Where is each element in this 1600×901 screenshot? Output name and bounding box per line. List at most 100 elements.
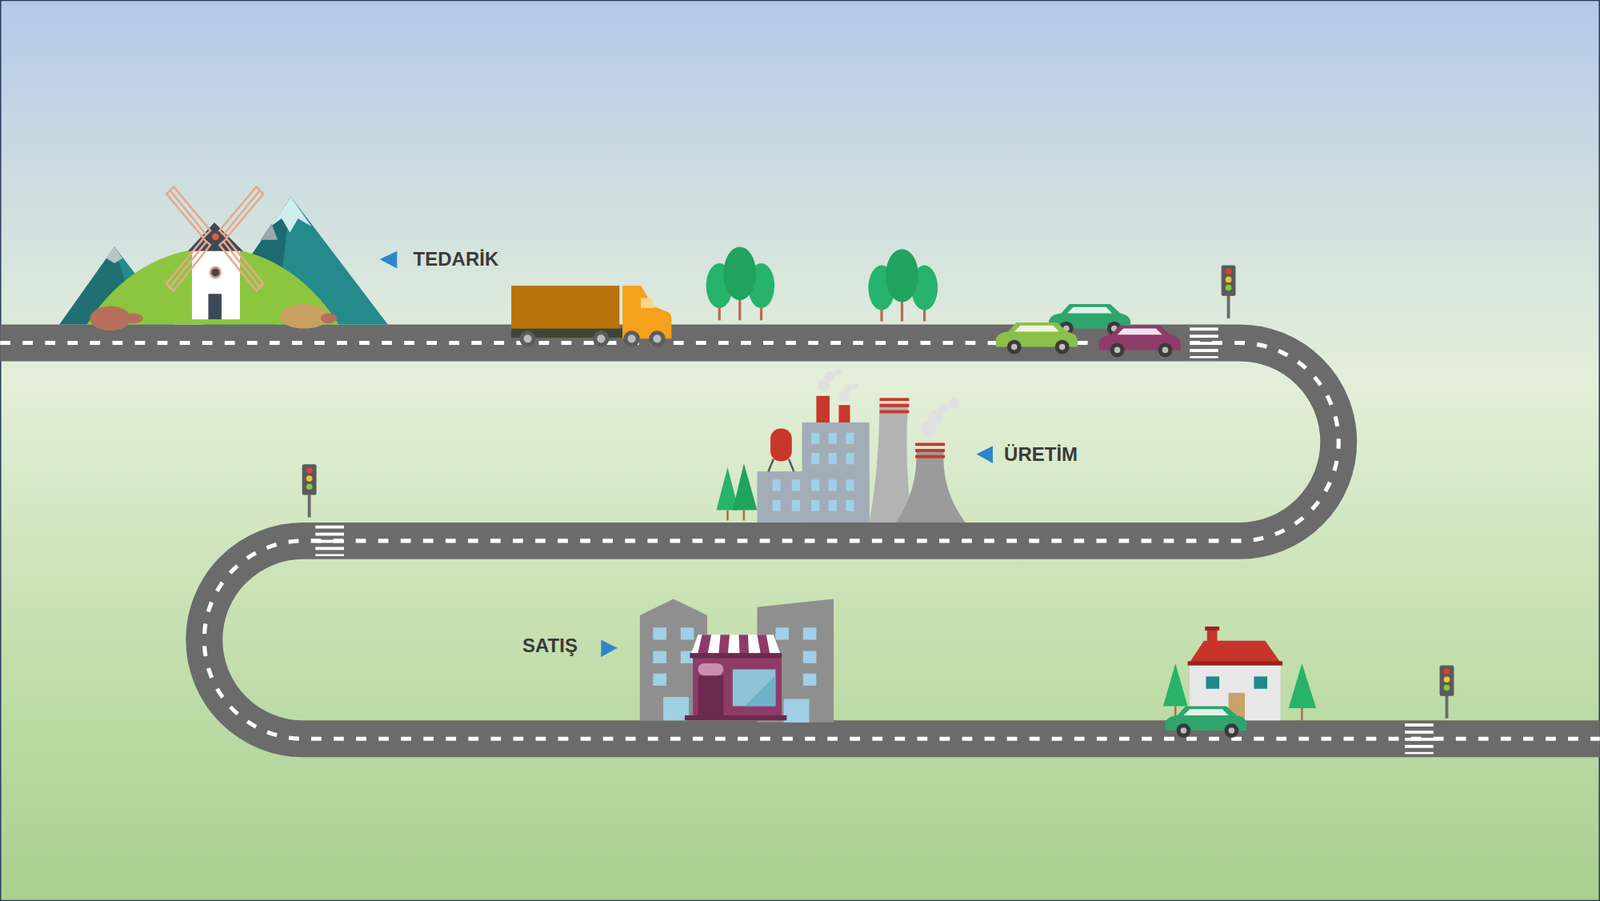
shop-part xyxy=(689,652,782,658)
tree-group-part xyxy=(885,248,919,302)
windmill-scene-part xyxy=(208,293,222,320)
car-part xyxy=(1014,325,1060,332)
traffic-light-part xyxy=(1444,676,1451,683)
factory-part-part xyxy=(879,404,909,408)
car-part xyxy=(1176,723,1192,738)
windmill-scene-part xyxy=(212,232,220,240)
windmill-scene-part-part xyxy=(224,189,261,235)
factory-part-part xyxy=(726,510,729,521)
tree-group xyxy=(868,248,938,322)
factory-part-part xyxy=(811,432,820,444)
windmill-scene-part-part xyxy=(224,241,261,288)
car xyxy=(1099,325,1181,358)
traffic-light xyxy=(1221,265,1236,319)
crosswalk xyxy=(1404,723,1434,754)
tree-group-part xyxy=(723,247,756,300)
factory-part-part xyxy=(879,410,909,414)
factory-part-part xyxy=(811,452,820,464)
traffic-light-part xyxy=(308,492,312,518)
house-part xyxy=(1206,676,1220,688)
factory-part-part xyxy=(948,397,960,408)
windmill-scene-part-part xyxy=(166,186,211,238)
crosswalk-part xyxy=(1404,730,1434,734)
traffic-light-part xyxy=(306,467,313,474)
shop-part-part xyxy=(652,627,667,640)
factory-part xyxy=(896,448,966,523)
factory-part-part xyxy=(915,442,945,446)
shop-part xyxy=(697,675,724,716)
car-part xyxy=(1059,344,1066,351)
car-part xyxy=(1183,708,1228,716)
traffic-light-part xyxy=(1444,668,1451,675)
house-part xyxy=(1188,660,1284,665)
factory-part xyxy=(732,463,758,511)
windmill-scene-part-part xyxy=(169,189,207,235)
car xyxy=(996,322,1078,355)
factory xyxy=(716,368,965,523)
road-part xyxy=(0,342,1600,739)
windmill-scene-part-part xyxy=(166,238,211,291)
crosswalk-part xyxy=(315,553,344,556)
truck-part-part xyxy=(596,334,605,343)
shop-part-part xyxy=(803,651,817,664)
truck-part xyxy=(523,334,661,343)
factory-part-part xyxy=(879,397,909,401)
house-part xyxy=(1204,626,1220,631)
windmill-scene xyxy=(59,186,388,331)
crosswalk xyxy=(1189,327,1219,358)
factory-part-part xyxy=(811,479,820,491)
truck-part-part xyxy=(627,334,636,343)
crosswalk-part xyxy=(1189,348,1219,352)
stage-label: ÜRETİM xyxy=(1004,444,1078,464)
factory-part-part xyxy=(844,383,852,392)
shop-part xyxy=(744,675,776,706)
traffic-light-part xyxy=(302,464,317,495)
car-part xyxy=(1162,347,1169,354)
stage-label: SATIŞ xyxy=(522,636,578,656)
windmill-scene-part xyxy=(122,312,144,324)
traffic-light xyxy=(302,464,317,517)
car-part xyxy=(1180,727,1188,734)
windmill-scene-part xyxy=(106,247,123,264)
factory-part-part xyxy=(792,479,800,491)
house-part xyxy=(1300,708,1304,720)
traffic-light-part xyxy=(1440,664,1455,696)
truck-part xyxy=(640,297,656,308)
traffic-light-part xyxy=(1225,276,1232,284)
windmill-scene-part-part xyxy=(169,241,207,288)
shop-part-part xyxy=(775,627,789,640)
factory-part-part xyxy=(768,459,773,472)
shop-part xyxy=(732,669,776,707)
factory-part-part xyxy=(788,459,794,472)
crosswalk-part xyxy=(315,547,344,551)
factory-part-part xyxy=(828,500,837,512)
factory-part-part xyxy=(817,379,830,392)
factory-part-part xyxy=(938,403,949,414)
shop-part-part xyxy=(680,627,695,640)
windmill-scene-part xyxy=(211,268,220,276)
crosswalk-part xyxy=(1404,723,1434,727)
factory-part-part xyxy=(915,455,945,459)
factory-part xyxy=(768,459,794,472)
car-part xyxy=(1067,307,1112,314)
tree-group xyxy=(706,247,775,321)
factory-part xyxy=(838,404,850,424)
factory-part-part xyxy=(845,479,854,491)
traffic-light-part xyxy=(306,483,313,490)
car-part xyxy=(1158,342,1173,357)
crosswalk-part xyxy=(1404,752,1434,755)
traffic-light-part xyxy=(1221,265,1236,296)
road xyxy=(0,342,1600,739)
factory-part xyxy=(879,397,909,413)
house-part xyxy=(1253,676,1268,688)
windmill-scene-part xyxy=(320,312,337,324)
truck-part-part xyxy=(519,330,536,347)
windmill-scene-part xyxy=(270,196,312,233)
windmill-scene-part-part xyxy=(219,238,264,291)
factory-part-part xyxy=(845,452,854,464)
house-part xyxy=(1163,663,1188,707)
factory-part-part xyxy=(828,452,837,464)
factory-part-part xyxy=(838,390,849,401)
truck-part xyxy=(519,330,665,347)
